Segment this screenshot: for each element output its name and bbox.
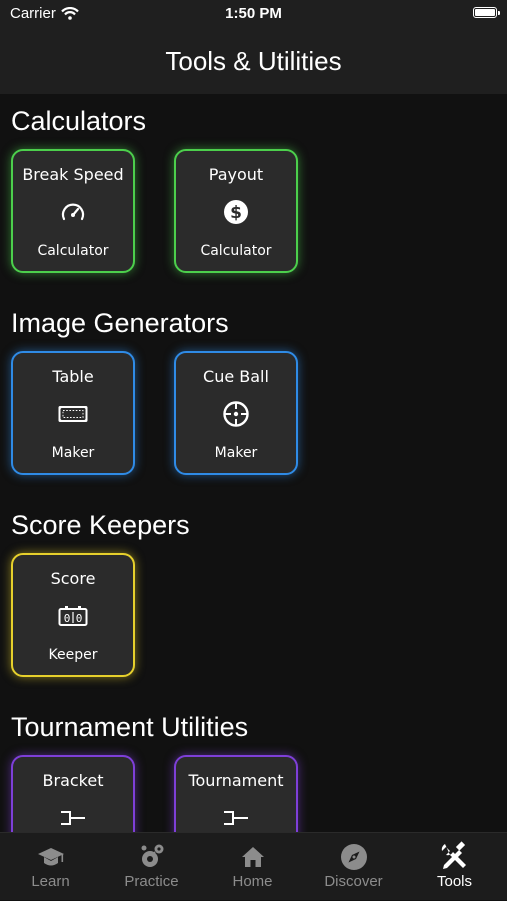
- card-title: Payout: [208, 165, 264, 184]
- bracket-icon: [224, 811, 248, 825]
- speedometer-icon: [61, 203, 85, 221]
- card-subtitle: Calculator: [200, 243, 272, 259]
- compass-icon: [340, 844, 367, 870]
- battery-icon: [473, 7, 500, 18]
- break-speed-calculator-card[interactable]: Break Speed Calculator: [11, 149, 135, 273]
- bracket-icon: [61, 811, 85, 825]
- svg-text:$: $: [230, 203, 242, 223]
- tab-home[interactable]: Home: [202, 833, 303, 901]
- section-title-tournament-utilities: Tournament Utilities: [11, 712, 249, 742]
- card-subtitle: Calculator: [37, 243, 109, 259]
- scoreboard-icon: 0 0: [58, 606, 88, 626]
- dollar-icon: $: [224, 200, 248, 224]
- tab-label: Tools: [436, 873, 473, 890]
- tab-label: Discover: [324, 873, 383, 890]
- section-title-score-keepers: Score Keepers: [11, 510, 190, 540]
- card-title: Break Speed: [22, 165, 124, 184]
- section-title-image-generators: Image Generators: [11, 308, 229, 338]
- carrier-indicator: Carrier: [10, 5, 79, 22]
- status-bar: Carrier 1:50 PM: [0, 0, 507, 28]
- navigation-bar: Tools & Utilities: [0, 28, 507, 94]
- pool-table-icon: [58, 406, 88, 422]
- card-title: Bracket: [42, 771, 104, 790]
- card-title: Score: [50, 569, 96, 588]
- table-maker-card[interactable]: Table Maker: [11, 351, 135, 475]
- score-keeper-card[interactable]: Score 0 0 Keeper: [11, 553, 135, 677]
- tab-label: Learn: [31, 873, 70, 890]
- tab-discover[interactable]: Discover: [303, 833, 404, 901]
- status-time: 1:50 PM: [225, 5, 282, 22]
- card-title: Cue Ball: [203, 367, 269, 386]
- graduation-cap-icon: [37, 848, 64, 866]
- tab-practice[interactable]: Practice: [101, 833, 202, 901]
- tab-bar: Learn Practice Home: [0, 832, 507, 900]
- tab-label: Practice: [124, 873, 179, 890]
- svg-text:0: 0: [64, 612, 71, 625]
- card-title: Table: [52, 367, 94, 386]
- wifi-icon: [61, 7, 79, 20]
- tab-label: Home: [232, 873, 273, 890]
- payout-calculator-card[interactable]: Payout $ Calculator: [174, 149, 298, 273]
- bracket-card[interactable]: Bracket: [11, 755, 135, 832]
- carrier-label: Carrier: [10, 5, 56, 22]
- cue-ball-maker-card[interactable]: Cue Ball Maker: [174, 351, 298, 475]
- svg-text:0: 0: [76, 612, 83, 625]
- page-title: Tools & Utilities: [165, 46, 342, 76]
- practice-icon: [141, 844, 163, 867]
- card-title: Tournament: [188, 771, 284, 790]
- tab-learn[interactable]: Learn: [0, 833, 101, 901]
- tournament-card[interactable]: Tournament: [174, 755, 298, 832]
- tools-icon: [441, 841, 466, 869]
- card-subtitle: Maker: [214, 445, 258, 461]
- card-subtitle: Maker: [51, 445, 95, 461]
- tab-tools[interactable]: Tools: [404, 833, 505, 901]
- crosshair-icon: [223, 401, 249, 427]
- home-icon: [241, 847, 264, 867]
- tools-list[interactable]: Calculators Break Speed Calculator Payou…: [0, 94, 507, 832]
- section-title-calculators: Calculators: [11, 106, 147, 136]
- card-subtitle: Keeper: [48, 647, 98, 663]
